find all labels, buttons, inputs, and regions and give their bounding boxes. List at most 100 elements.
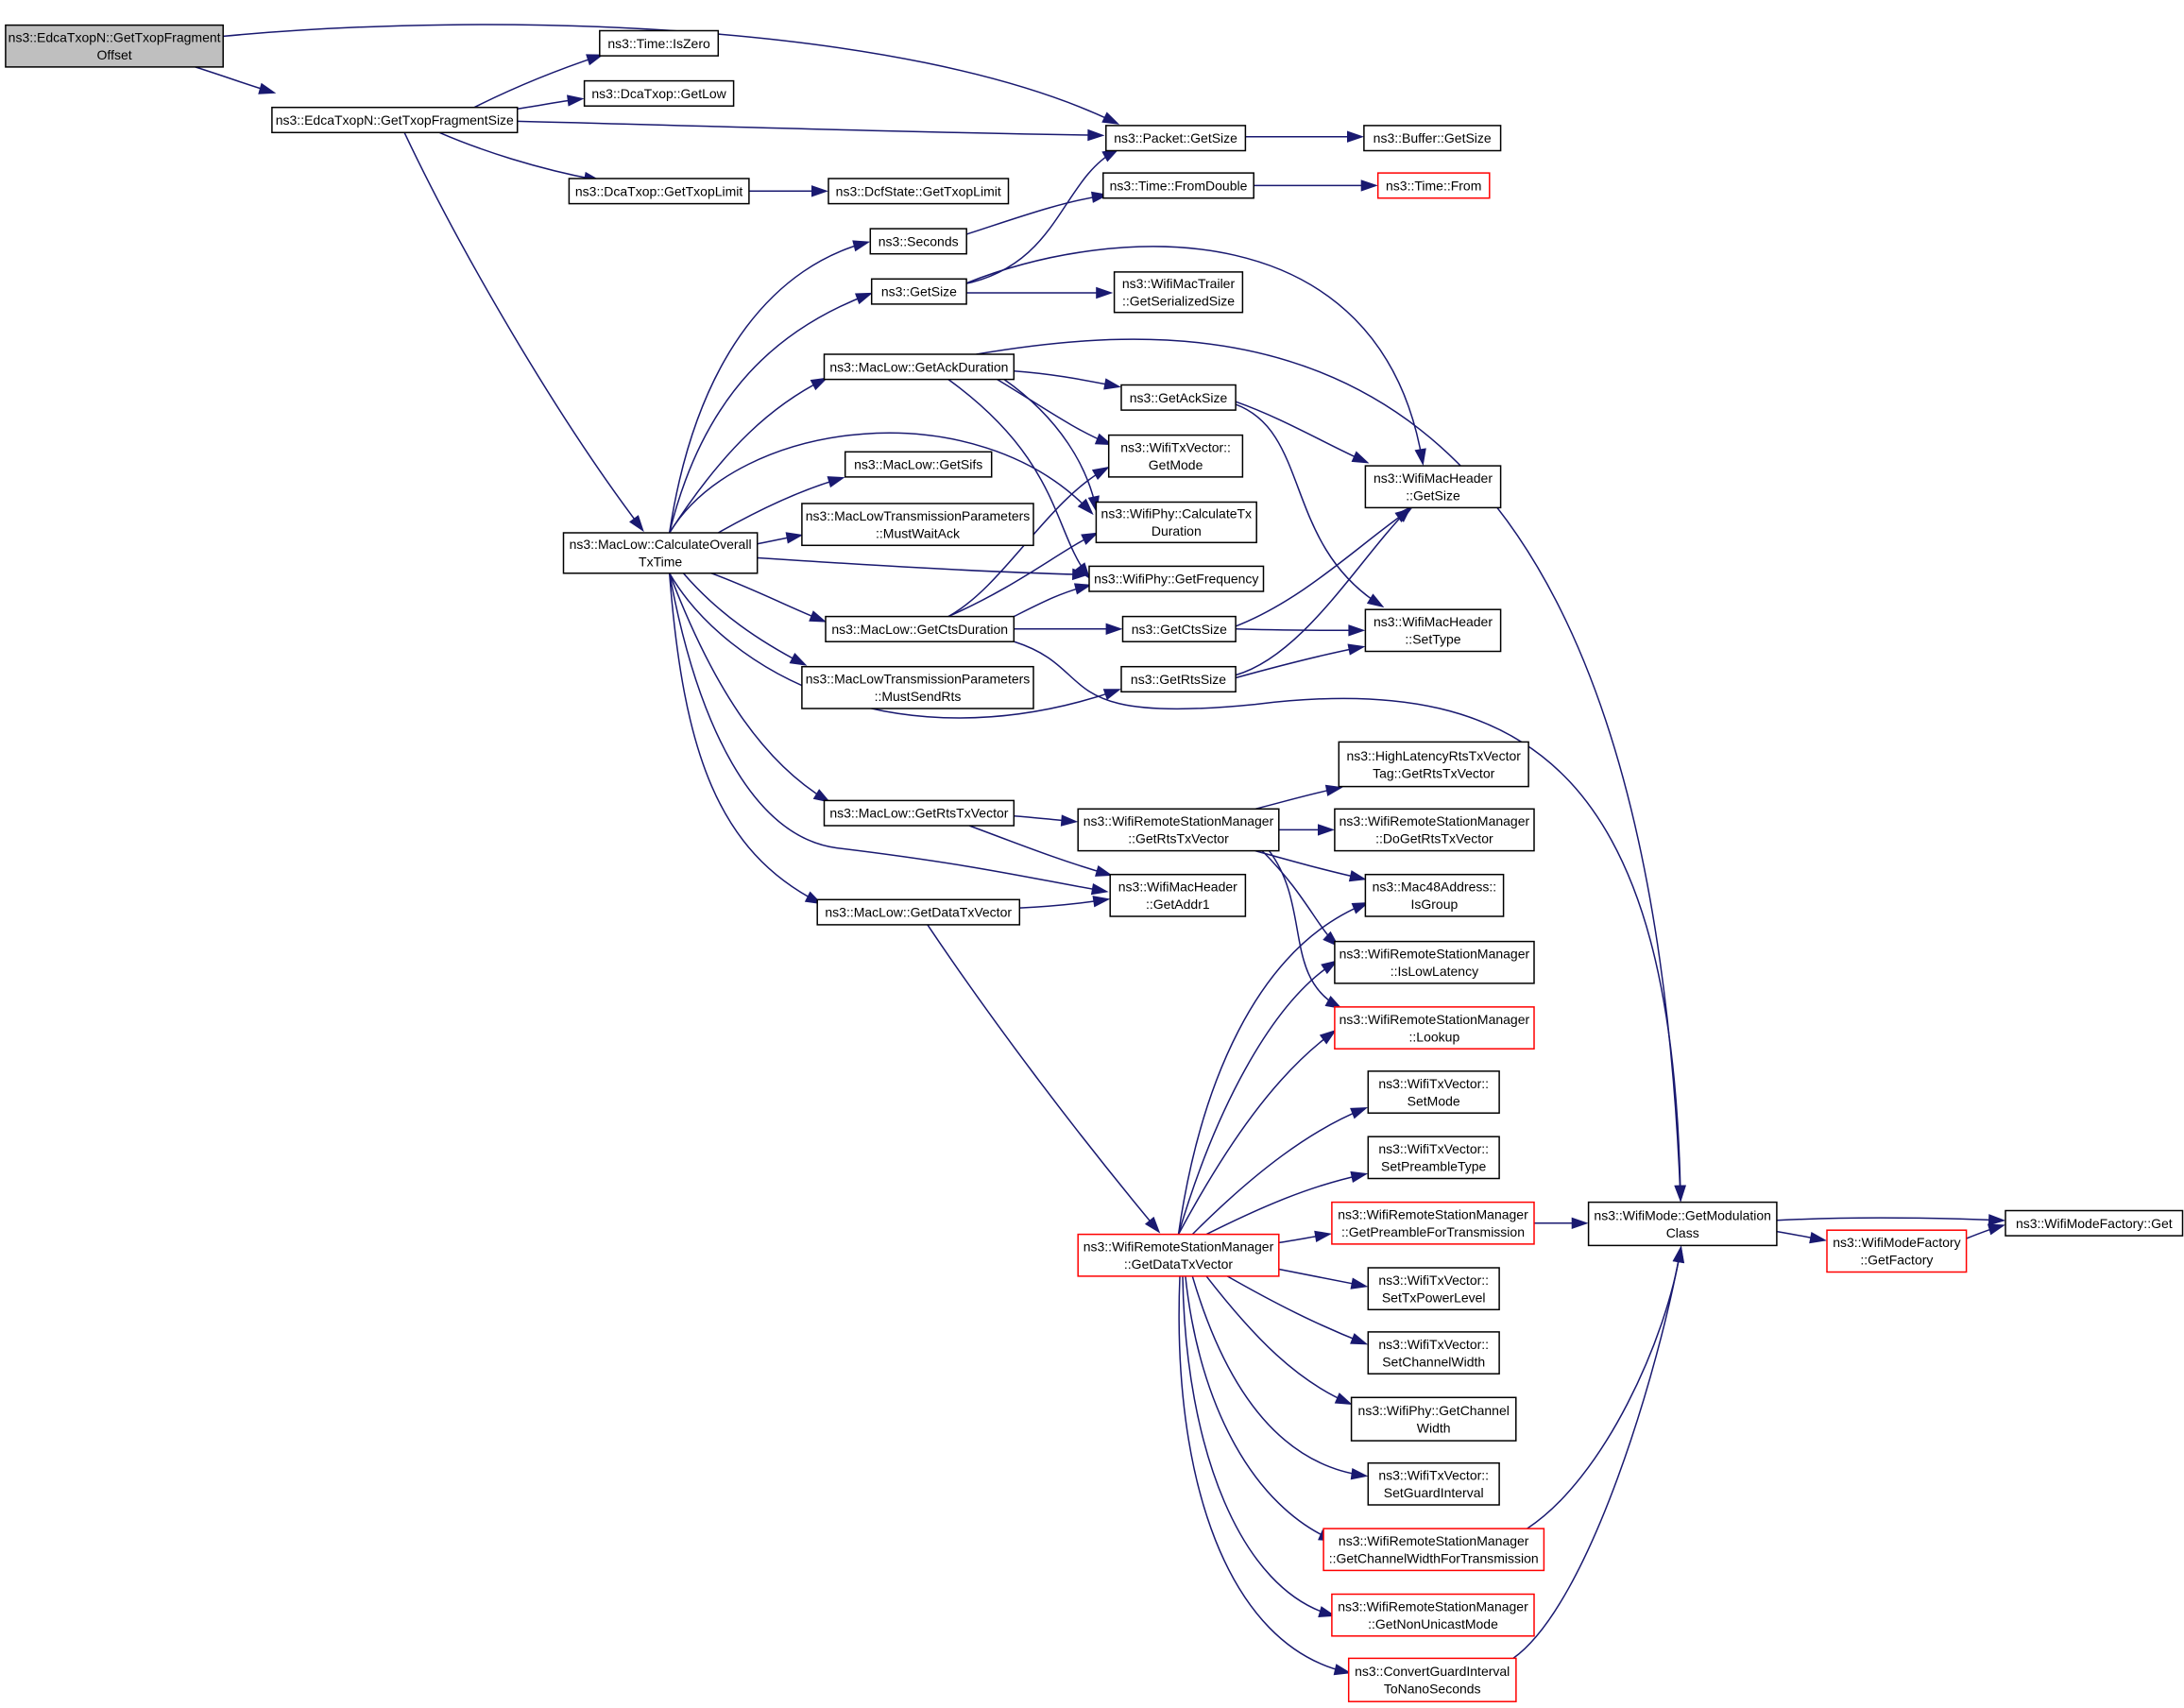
node-acksize[interactable]: ns3::GetAckSize xyxy=(1120,384,1237,411)
node-ctsduration[interactable]: ns3::MacLow::GetCtsDuration xyxy=(825,615,1015,642)
node-wrsmrtsvec[interactable]: ns3::WifiRemoteStationManager::GetRtsTxV… xyxy=(1077,808,1280,852)
node-isgroup[interactable]: ns3::Mac48Address::IsGroup xyxy=(1364,873,1505,917)
edge-line xyxy=(1177,1031,1334,1235)
arrowhead-icon xyxy=(1571,1217,1589,1230)
node-dcftxoplimit[interactable]: ns3::DcfState::GetTxopLimit xyxy=(828,178,1010,205)
node-label: ns3::MacLowTransmissionParameters xyxy=(806,672,1031,687)
node-label: ns3::Seconds xyxy=(879,233,959,248)
node-settype[interactable]: ns3::WifiMacHeader::SetType xyxy=(1364,608,1502,653)
node-seconds[interactable]: ns3::Seconds xyxy=(869,228,967,255)
node-maclowrtsvec[interactable]: ns3::MacLow::GetRtsTxVector xyxy=(823,799,1015,827)
edge-overall-to-mustsendrts xyxy=(682,572,808,666)
edge-line xyxy=(1182,1275,1333,1616)
arrowhead-icon xyxy=(1351,451,1370,464)
arrowhead-icon xyxy=(1090,883,1109,896)
arrowhead-icon xyxy=(1395,505,1412,522)
node-fragsize[interactable]: ns3::EdcaTxopN::GetTxopFragmentSize xyxy=(271,106,519,134)
edge-line xyxy=(962,149,1117,285)
node-getlow[interactable]: ns3::DcaTxop::GetLow xyxy=(583,79,735,107)
node-ackduration[interactable]: ns3::MacLow::GetAckDuration xyxy=(823,353,1015,381)
node-label: ns3::WifiMacHeader xyxy=(1374,470,1493,486)
edge-overall-to-getaddr1 xyxy=(668,572,1109,896)
arrowhead-icon xyxy=(1319,1029,1338,1045)
node-packetsize[interactable]: ns3::Packet::GetSize xyxy=(1105,125,1247,152)
node-box xyxy=(1334,940,1535,984)
node-trailersize[interactable]: ns3::WifiMacTrailer::GetSerializedSize xyxy=(1113,271,1244,314)
node-setpreamble[interactable]: ns3::WifiTxVector::SetPreambleType xyxy=(1367,1136,1500,1180)
node-hlrts[interactable]: ns3::HighLatencyRtsTxVectorTag::GetRtsTx… xyxy=(1338,741,1529,788)
edge-fragsize-to-dcatxoplimit xyxy=(438,131,602,184)
node-box xyxy=(1826,1229,1968,1273)
edge-getpreamble-to-modclass xyxy=(1533,1217,1589,1230)
edge-line xyxy=(1205,1173,1365,1236)
edge-line xyxy=(682,572,804,665)
node-wrsmdatavec[interactable]: ns3::WifiRemoteStationManager::GetDataTx… xyxy=(1077,1233,1280,1277)
node-label: ::IsLowLatency xyxy=(1391,964,1478,979)
node-label: ns3::WifiTxVector:: xyxy=(1120,440,1231,455)
arrowhead-icon xyxy=(1348,624,1366,637)
node-phychannelwidth[interactable]: ns3::WifiPhy::GetChannelWidth xyxy=(1350,1396,1517,1442)
edge-line xyxy=(710,572,824,622)
arrowhead-icon xyxy=(1674,1185,1686,1203)
edge-convertguard-to-modclass xyxy=(1512,1245,1684,1660)
node-lookup[interactable]: ns3::WifiRemoteStationManager::Lookup xyxy=(1334,1006,1535,1050)
node-label: ns3::DcfState::GetTxopLimit xyxy=(836,183,1001,198)
arrowhead-icon xyxy=(1321,960,1339,975)
node-iszero[interactable]: ns3::Time::IsZero xyxy=(599,29,720,57)
edge-ctsduration-to-calctx xyxy=(947,532,1100,618)
node-getfactory[interactable]: ns3::WifiModeFactory::GetFactory xyxy=(1826,1229,1968,1273)
node-getsize[interactable]: ns3::GetSize xyxy=(870,278,967,305)
node-factoryget[interactable]: ns3::WifiModeFactory::Get xyxy=(2005,1209,2184,1237)
node-box xyxy=(1120,384,1237,411)
edge-line xyxy=(517,120,1101,136)
node-nonunicast[interactable]: ns3::WifiRemoteStationManager::GetNonUni… xyxy=(1331,1593,1535,1637)
edge-line xyxy=(965,246,1424,462)
arrowhead-icon xyxy=(1360,179,1378,192)
node-label: ::GetSerializedSize xyxy=(1122,294,1235,309)
node-setmode[interactable]: ns3::WifiTxVector::SetMode xyxy=(1367,1070,1500,1114)
node-rtssize[interactable]: ns3::GetRtsSize xyxy=(1120,665,1237,693)
node-fromdouble[interactable]: ns3::Time::FromDouble xyxy=(1102,172,1254,199)
edge-line xyxy=(927,924,1158,1231)
node-label: ns3::WifiMacTrailer xyxy=(1122,276,1236,291)
edge-line xyxy=(668,293,870,534)
node-getsifs[interactable]: ns3::MacLow::GetSifs xyxy=(844,451,993,478)
node-label: SetPreambleType xyxy=(1381,1159,1486,1174)
node-setguard[interactable]: ns3::WifiTxVector::SetGuardInterval xyxy=(1367,1461,1500,1506)
node-box xyxy=(869,228,967,255)
node-mustsendrts[interactable]: ns3::MacLowTransmissionParameters::MustS… xyxy=(801,665,1034,709)
node-headergetsize[interactable]: ns3::WifiMacHeader::GetSize xyxy=(1364,465,1502,509)
node-dogetrts[interactable]: ns3::WifiRemoteStationManager::DoGetRtsT… xyxy=(1334,808,1535,852)
node-frequency[interactable]: ns3::WifiPhy::GetFrequency xyxy=(1088,565,1265,592)
node-islowlatency[interactable]: ns3::WifiRemoteStationManager::IsLowLate… xyxy=(1334,940,1535,984)
node-box xyxy=(801,503,1034,547)
node-setpower[interactable]: ns3::WifiTxVector::SetTxPowerLevel xyxy=(1367,1267,1500,1311)
node-box xyxy=(1334,808,1535,852)
node-setchannelwidth[interactable]: ns3::WifiTxVector::SetChannelWidth xyxy=(1367,1331,1500,1375)
edge-ctsduration-to-ctssize xyxy=(1014,623,1123,636)
node-maclowdatavec[interactable]: ns3::MacLow::GetDataTxVector xyxy=(816,898,1021,926)
edge-maclowrtsvec-to-wrsmrtsvec xyxy=(1014,814,1079,827)
node-mustwaitack[interactable]: ns3::MacLowTransmissionParameters::MustW… xyxy=(801,503,1034,547)
node-getchwidthtx[interactable]: ns3::WifiRemoteStationManager::GetChanne… xyxy=(1322,1528,1545,1572)
node-label: Duration xyxy=(1152,523,1202,538)
edge-maclowdatavec-to-getaddr1 xyxy=(1019,896,1111,909)
node-getmode[interactable]: ns3::WifiTxVector::GetMode xyxy=(1107,434,1244,478)
node-ctssize[interactable]: ns3::GetCtsSize xyxy=(1121,615,1237,642)
node-getpreamble[interactable]: ns3::WifiRemoteStationManager::GetPreamb… xyxy=(1331,1201,1535,1245)
node-buffersize[interactable]: ns3::Buffer::GetSize xyxy=(1363,125,1502,152)
node-label: ns3::WifiTxVector:: xyxy=(1378,1337,1489,1352)
node-box xyxy=(562,532,759,574)
edge-line xyxy=(1268,850,1339,1008)
node-dcatxoplimit[interactable]: ns3::DcaTxop::GetTxopLimit xyxy=(568,178,750,205)
arrowhead-icon xyxy=(1102,689,1121,701)
node-box xyxy=(1587,1201,1778,1247)
node-timefrom[interactable]: ns3::Time::From xyxy=(1376,172,1491,199)
edge-maclowrtsvec-to-getaddr1 xyxy=(968,825,1114,877)
node-getaddr1[interactable]: ns3::WifiMacHeader::GetAddr1 xyxy=(1109,873,1247,917)
